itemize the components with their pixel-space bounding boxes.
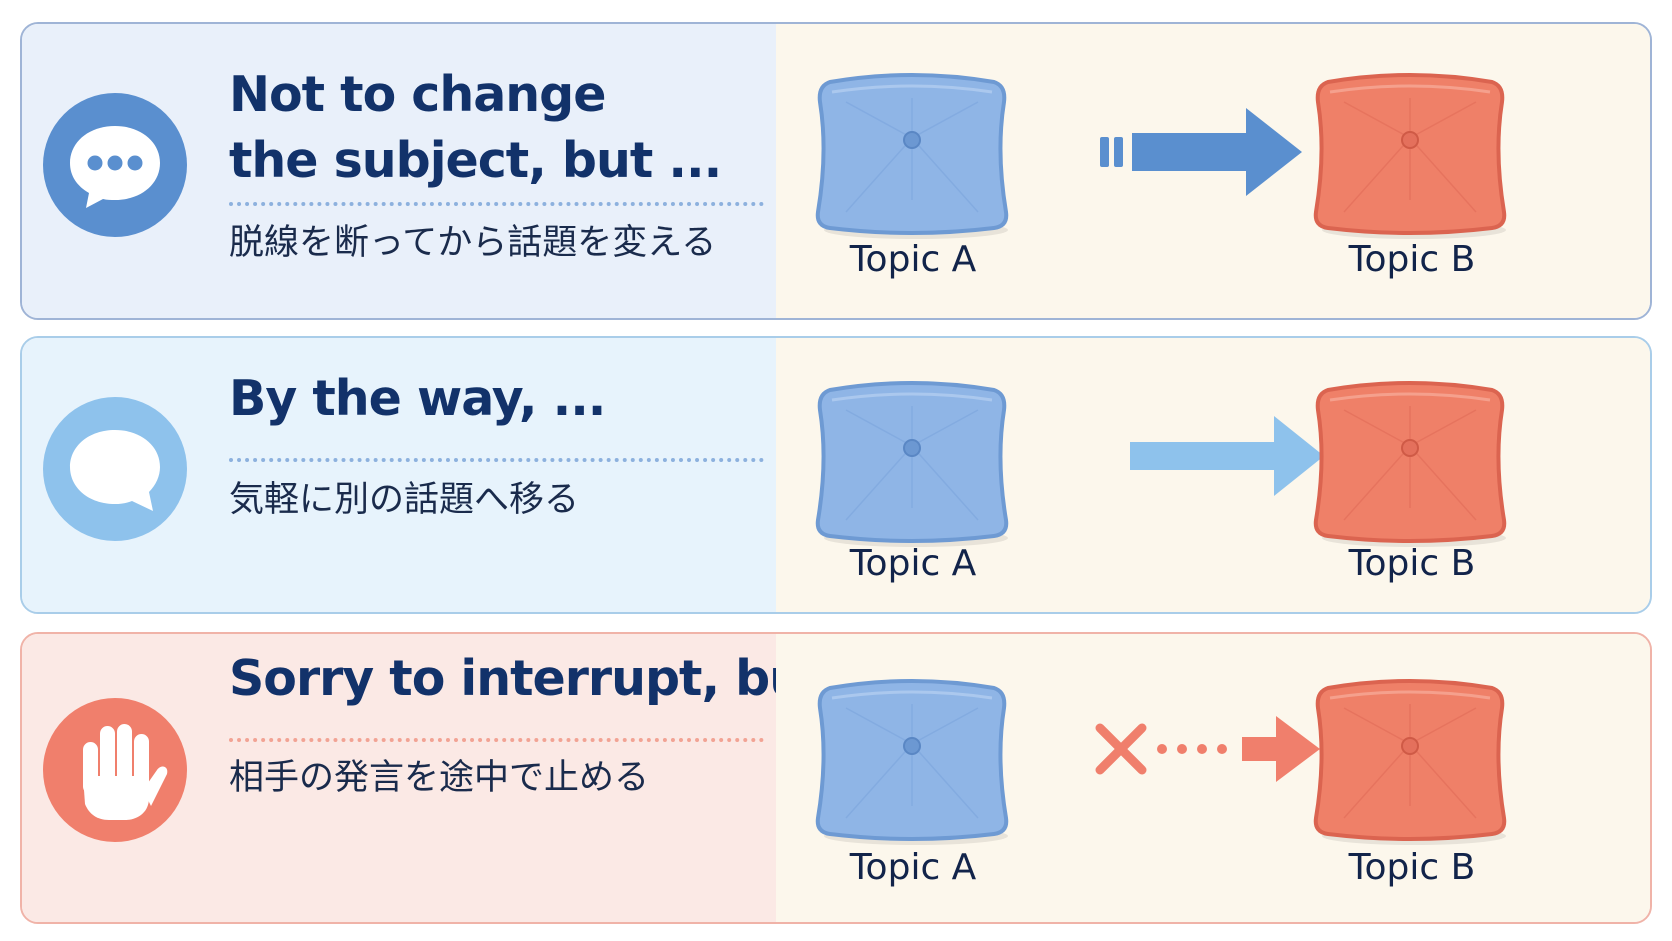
topic-transition-panel: Topic A [776,634,1650,922]
dotted-divider [229,738,764,742]
speech-bubble-dots-icon [43,93,187,237]
japanese-meaning: 気軽に別の話題へ移る [229,480,580,520]
topic-transition-panel: Topic A Topic B [776,24,1650,318]
heading-line-1: By the way, ... [229,370,606,427]
light-solid-arrow [1128,414,1328,498]
phrase-heading: Not to change the subject, but ... [229,62,722,194]
topic-a-label: Topic A [849,543,977,584]
japanese-meaning: 相手の発言を途中で止める [229,758,650,798]
raised-hand-icon [43,698,187,842]
heading-line-2: the subject, but ... [229,132,722,189]
phrase-panel: By the way, ... 気軽に別の話題へ移る [22,338,776,612]
cross-dotted-arrow [1094,712,1324,788]
topic-b-label: Topic B [1348,239,1476,280]
phrase-heading: By the way, ... [229,366,606,432]
japanese-meaning: 脱線を断ってから話題を変える [229,223,717,263]
row-sorry-to-interrupt: Sorry to interrupt, but ... 相手の発言を途中で止める… [20,632,1652,924]
topic-b-label: Topic B [1348,543,1476,584]
phrase-panel: Not to change the subject, but ... 脱線を断って… [22,24,776,318]
dotted-divider [229,202,764,206]
dotted-divider [229,458,764,462]
topic-b-label: Topic B [1348,847,1476,888]
topic-transition-panel: Topic A Topic B [776,338,1650,612]
row-by-the-way: By the way, ... 気軽に別の話題へ移る Topic A [20,336,1652,614]
topic-b-pillow [1304,62,1516,242]
speech-bubble-icon [43,397,187,541]
topic-a-pillow [806,370,1018,550]
phrase-panel: Sorry to interrupt, but ... 相手の発言を途中で止める [22,634,895,922]
row-not-to-change-subject: Not to change the subject, but ... 脱線を断って… [20,22,1652,320]
topic-a-pillow [806,62,1018,242]
topic-b-pillow [1304,370,1516,550]
heading-line-1: Not to change [229,66,606,123]
solid-arrow-with-tail-bars [1098,106,1308,198]
topic-b-pillow [1304,668,1516,848]
topic-a-pillow [806,668,1018,848]
topic-a-label: Topic A [849,239,977,280]
topic-a-label: Topic A [849,847,977,888]
